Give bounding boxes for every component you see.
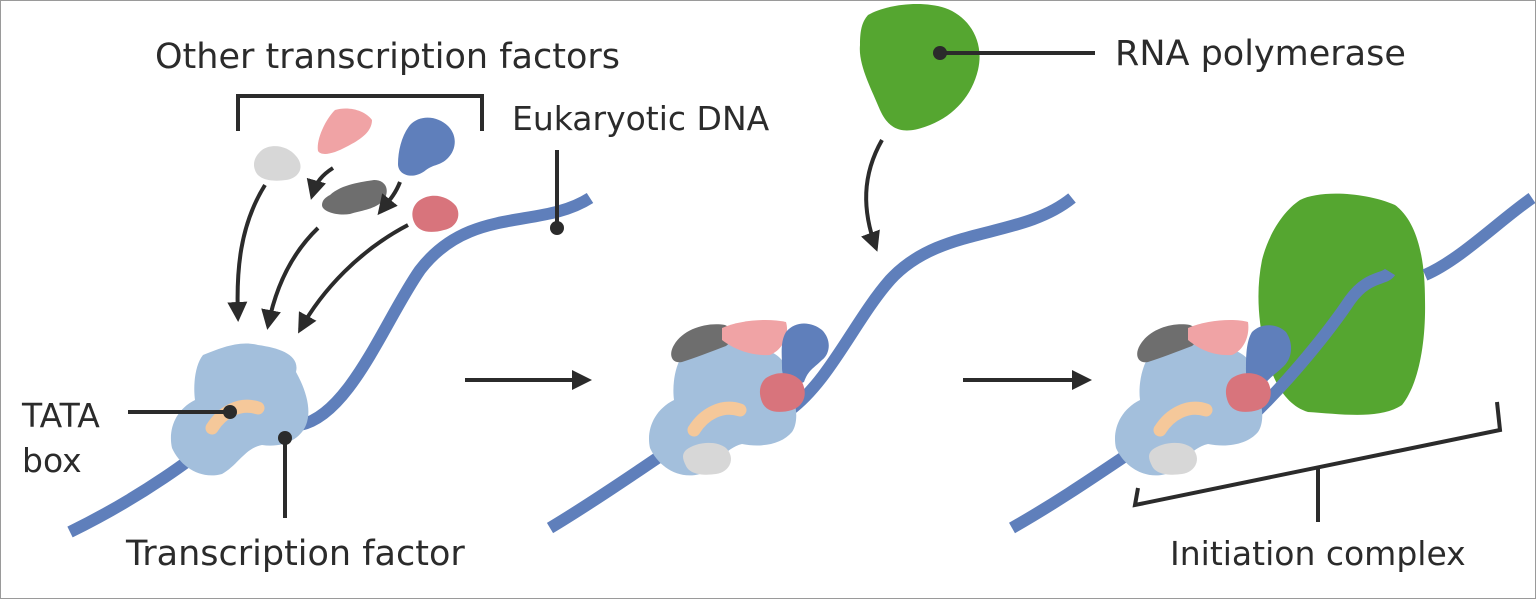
factor-light-gray-3 — [1149, 442, 1197, 475]
factor-red — [412, 195, 459, 232]
panel-1-transcription-factor-binding: Other transcription factors Eukaryotic D… — [21, 37, 770, 574]
arrow-pink-factor — [306, 166, 335, 200]
arrow-light-gray-factor — [227, 183, 267, 322]
factor-dark-gray-2 — [671, 324, 733, 363]
rna-polymerase-free — [859, 4, 980, 131]
factor-blue-2 — [781, 323, 829, 385]
factor-red-3 — [1225, 373, 1271, 412]
dna-strand-3-upper — [1245, 193, 1536, 423]
factor-pink-2 — [722, 320, 788, 356]
tata-box-segment-3 — [1153, 401, 1213, 437]
factor-pink-3 — [1188, 320, 1249, 356]
tf-pointer-dot — [278, 431, 292, 445]
factor-pink — [317, 108, 372, 154]
panel-2-factors-assembled: RNA polymerase — [546, 4, 1406, 534]
transcription-factor-label: Transcription factor — [125, 534, 465, 574]
arrow-blue-factor — [377, 181, 402, 216]
panel-3-initiation-complex: Initiation complex — [1009, 193, 1536, 573]
factor-dark-gray-3 — [1137, 324, 1199, 363]
tata-label-line2: box — [22, 441, 82, 480]
tata-pointer-dot — [223, 405, 237, 419]
initiation-complex-label: Initiation complex — [1170, 534, 1466, 573]
factor-blue-3 — [1246, 325, 1292, 390]
polymerase-pointer-dot — [933, 46, 947, 60]
eukaryotic-dna-label: Eukaryotic DNA — [512, 99, 770, 138]
arrow-red-factor — [298, 223, 409, 334]
factor-dark-gray — [322, 180, 387, 215]
initiation-complex-bracket — [1132, 401, 1503, 508]
rna-polymerase-label: RNA polymerase — [1115, 34, 1406, 74]
factor-blue — [398, 117, 455, 176]
dna-strand-1 — [67, 192, 594, 538]
dna-pointer-dot — [550, 221, 564, 235]
tata-box-segment-2 — [687, 401, 747, 437]
other-factors-label: Other transcription factors — [155, 37, 620, 77]
factor-light-gray — [253, 146, 301, 181]
polymerase-approach-arrow — [861, 139, 884, 252]
factor-light-gray-2 — [683, 442, 731, 475]
factor-red-2 — [759, 373, 805, 412]
arrow-dark-gray-factor — [261, 226, 320, 330]
factors-bracket — [236, 94, 484, 131]
tata-label-line1: TATA — [21, 396, 100, 435]
